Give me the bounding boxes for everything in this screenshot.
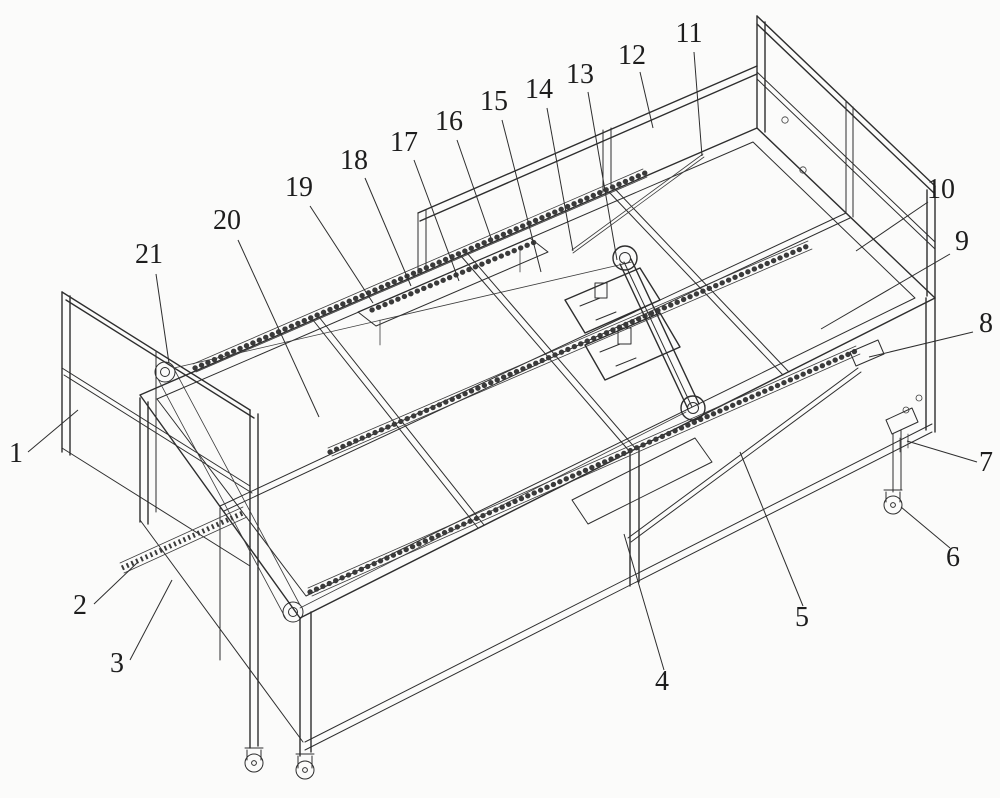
- figure-label-10: 10: [855, 174, 955, 252]
- reference-number-13: 13: [566, 59, 594, 90]
- right-fittings: [849, 339, 923, 453]
- reference-number-9: 9: [955, 226, 969, 257]
- leader-line-9: [820, 253, 951, 330]
- reference-number-10: 10: [927, 174, 955, 205]
- figure-label-21: 21: [135, 239, 170, 364]
- leader-line-8: [868, 331, 974, 358]
- reference-number-12: 12: [618, 40, 646, 71]
- reference-number-21: 21: [135, 239, 163, 270]
- leader-line-14: [546, 107, 574, 252]
- leader-line-12: [639, 71, 654, 129]
- reference-number-17: 17: [390, 127, 418, 158]
- caster-near: [295, 753, 315, 780]
- figure-label-16: 16: [435, 106, 492, 239]
- figure-label-12: 12: [618, 40, 654, 129]
- reference-number-8: 8: [979, 308, 993, 339]
- leader-line-21: [155, 273, 170, 364]
- caster-right: [883, 489, 903, 515]
- reference-number-19: 19: [285, 172, 313, 203]
- carriage-assembly: [564, 153, 706, 421]
- leader-line-4: [623, 533, 665, 671]
- reference-number-6: 6: [946, 542, 960, 573]
- reference-number-18: 18: [340, 145, 368, 176]
- right-end-fence: [756, 15, 936, 299]
- leader-line-20: [237, 239, 320, 418]
- leader-line-18: [364, 177, 412, 287]
- leader-line-11: [693, 51, 703, 157]
- figure-label-15: 15: [480, 86, 542, 273]
- leader-line-16: [456, 139, 492, 239]
- figure-label-7: 7: [906, 440, 993, 478]
- leader-line-10: [855, 201, 929, 252]
- figure-label-4: 4: [623, 533, 669, 697]
- figure-label-5: 5: [739, 451, 809, 633]
- reference-number-2: 2: [73, 590, 87, 621]
- figure-label-3: 3: [110, 579, 173, 679]
- leader-line-17: [413, 159, 460, 282]
- leader-line-5: [739, 451, 804, 607]
- table-top-frame: [139, 127, 936, 619]
- figure-label-13: 13: [566, 59, 618, 261]
- leader-line-13: [587, 91, 618, 261]
- figure-label-19: 19: [285, 172, 374, 304]
- figure-label-11: 11: [676, 18, 703, 157]
- left-end-fence: [61, 291, 259, 749]
- reference-number-4: 4: [655, 666, 669, 697]
- reference-number-5: 5: [795, 602, 809, 633]
- figure-label-1: 1: [9, 409, 79, 469]
- linear-rails: [173, 168, 861, 609]
- back-rail: [417, 65, 758, 276]
- leader-line-7: [906, 440, 978, 463]
- figure-label-17: 17: [390, 127, 460, 282]
- left-belt-drive: [119, 361, 304, 623]
- leader-line-2: [93, 561, 139, 605]
- legs-and-base: [139, 297, 936, 780]
- reference-number-16: 16: [435, 106, 463, 137]
- reference-number-7: 7: [979, 447, 993, 478]
- figure-label-2: 2: [73, 561, 139, 621]
- leader-line-15: [501, 119, 542, 273]
- shelf-rail: [357, 237, 549, 346]
- reference-number-11: 11: [676, 18, 703, 49]
- figure-label-8: 8: [868, 308, 993, 358]
- figure-label-20: 20: [213, 205, 320, 418]
- reference-number-14: 14: [525, 74, 553, 105]
- figure-label-18: 18: [340, 145, 412, 287]
- leader-line-1: [27, 409, 79, 453]
- leader-line-3: [129, 579, 173, 661]
- leader-line-19: [309, 205, 374, 304]
- figure-label-14: 14: [525, 74, 574, 252]
- leader-line-6: [900, 506, 951, 549]
- caster-left: [244, 747, 264, 773]
- reference-number-20: 20: [213, 205, 241, 236]
- figure-label-6: 6: [900, 506, 960, 573]
- chute-and-rod: [571, 367, 862, 543]
- reference-number-3: 3: [110, 648, 124, 679]
- reference-number-1: 1: [9, 438, 23, 469]
- figure-label-9: 9: [820, 226, 969, 330]
- reference-number-15: 15: [480, 86, 508, 117]
